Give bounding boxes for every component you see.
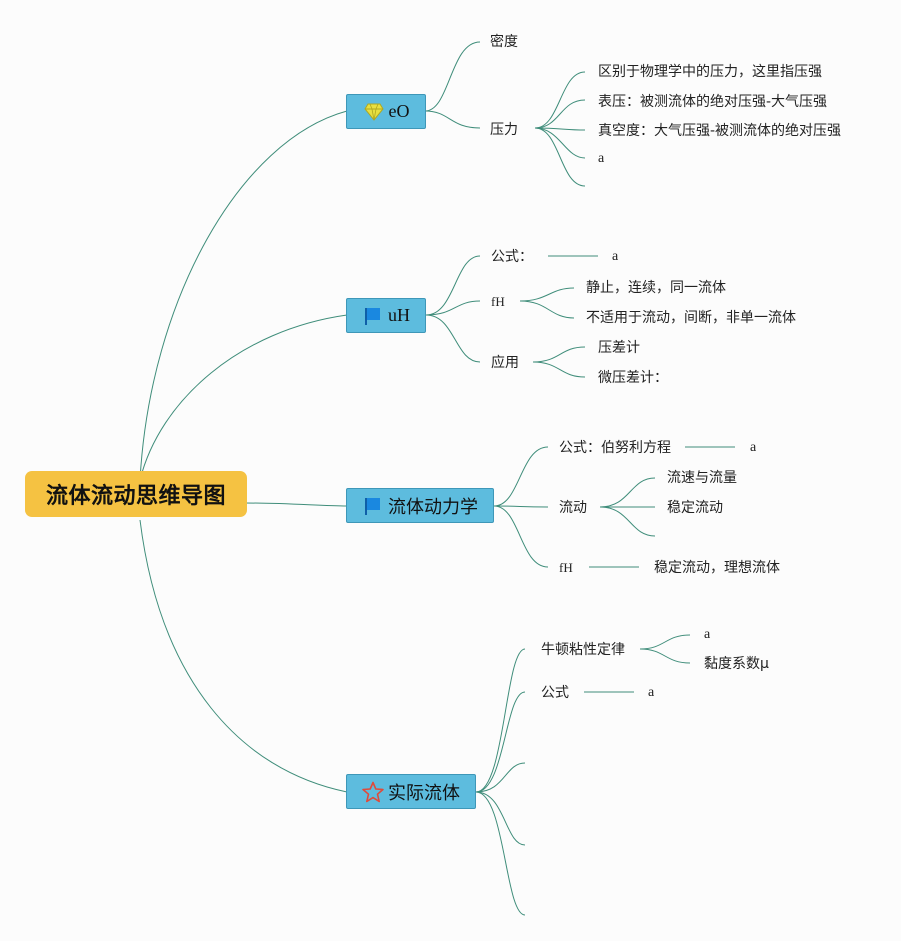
connector-root-dynamics — [244, 502, 348, 507]
subtopic-a[interactable]: a — [612, 249, 619, 264]
topic-fH[interactable]: fH — [559, 560, 573, 575]
connector-root-real — [139, 519, 348, 793]
subtopic-static-condition[interactable]: 静止，连续，同一流体 — [586, 280, 726, 296]
topic-bernoulli-formula[interactable]: 公式：伯努利方程 — [559, 440, 671, 456]
subtopic-manometer[interactable]: 压差计 — [598, 340, 640, 356]
subtopic-a[interactable]: a — [704, 627, 711, 642]
branch-node-fluid-dynamics[interactable]: 流体动力学 — [346, 488, 494, 523]
flag-icon — [362, 495, 384, 517]
subtopic-a[interactable]: a — [648, 685, 655, 700]
subtopic-a[interactable]: a — [750, 440, 757, 455]
branch-node-eO[interactable]: eO — [346, 94, 426, 129]
subtopic-micro-manometer[interactable]: 微压差计： — [598, 370, 668, 386]
subtopic-gauge-pressure[interactable]: 表压：被测流体的绝对压强-大气压强 — [598, 94, 828, 110]
branch-label: uH — [388, 305, 410, 325]
diamond-icon — [363, 101, 385, 123]
connector-root-uH — [139, 314, 348, 481]
topic-formula[interactable]: 公式 — [541, 685, 569, 701]
topic-newton-viscosity-law[interactable]: 牛顿粘性定律 — [541, 642, 625, 658]
subtopic-pressure-note[interactable]: 区别于物理学中的压力，这里指压强 — [598, 64, 822, 80]
topic-fH[interactable]: fH — [491, 294, 505, 309]
star-icon — [362, 781, 384, 803]
branch-label: eO — [388, 101, 410, 121]
topic-formula[interactable]: 公式： — [491, 249, 533, 265]
subtopic-a[interactable]: a — [598, 151, 605, 166]
branch-node-uH[interactable]: uH — [346, 298, 426, 333]
topic-application[interactable]: 应用 — [491, 355, 519, 371]
connector-root-eO — [139, 110, 348, 481]
root-topic[interactable]: 流体流动思维导图 — [25, 471, 247, 517]
subtopic-not-applicable[interactable]: 不适用于流动，间断，非单一流体 — [586, 310, 796, 326]
subtopic-steady-flow[interactable]: 稳定流动 — [667, 500, 723, 516]
subtopic-steady-ideal[interactable]: 稳定流动，理想流体 — [654, 560, 780, 576]
topic-density[interactable]: 密度 — [490, 34, 518, 50]
subtopic-velocity-flowrate[interactable]: 流速与流量 — [667, 470, 737, 486]
subtopic-vacuum[interactable]: 真空度：大气压强-被测流体的绝对压强 — [598, 123, 842, 139]
root-title: 流体流动思维导图 — [45, 484, 226, 509]
flag-icon — [362, 305, 384, 327]
branch-node-real-fluid[interactable]: 实际流体 — [346, 774, 476, 809]
subtopic-viscosity-coefficient[interactable]: 黏度系数μ — [704, 656, 769, 672]
branch-label: 流体动力学 — [388, 496, 478, 518]
branch-label: 实际流体 — [388, 782, 460, 804]
topic-flow[interactable]: 流动 — [559, 500, 587, 516]
topic-pressure[interactable]: 压力 — [490, 122, 518, 138]
